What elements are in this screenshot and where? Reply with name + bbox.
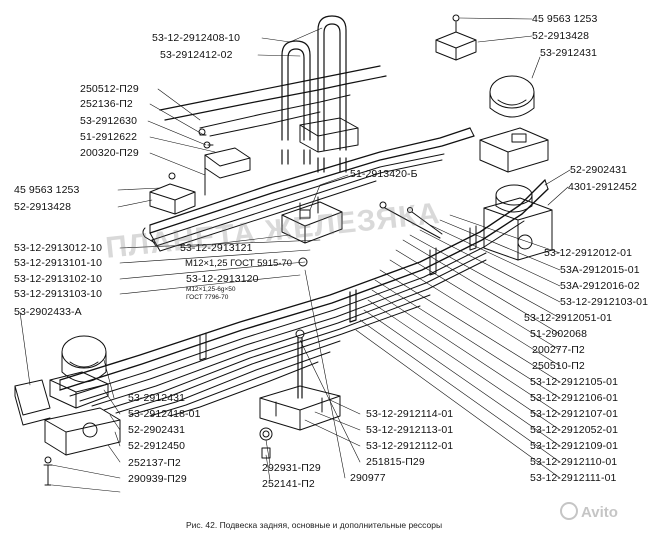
label-53-12-2912113-01: 53-12-2912113-01 bbox=[366, 424, 454, 436]
label-52-2912450: 52-2912450 bbox=[128, 440, 186, 452]
label-45-9563-1253-top: 45 9563 1253 bbox=[532, 13, 598, 25]
label-250512-p29: 250512-П29 bbox=[80, 83, 139, 95]
spring-bolts-right bbox=[298, 201, 443, 267]
spring-bracket bbox=[281, 201, 343, 244]
label-290977: 290977 bbox=[350, 472, 386, 484]
label-53a-2912015-01: 53А-2912015-01 bbox=[560, 264, 640, 276]
avito-logo-icon bbox=[560, 502, 578, 520]
label-251815-p29: 251815-П29 bbox=[366, 456, 425, 468]
label-292931-p29: 292931-П29 bbox=[262, 462, 321, 474]
rubber-buffer-top-right bbox=[489, 75, 535, 213]
label-252141-p2: 252141-П2 bbox=[262, 478, 315, 490]
label-252136-p2: 252136-П2 bbox=[80, 98, 133, 110]
upper-spring-leaves bbox=[159, 65, 387, 137]
label-53-12-2913012-10: 53-12-2913012-10 bbox=[14, 242, 103, 254]
callout-m12-nut: M12×1,25 ГОСТ 5915-70 bbox=[185, 258, 293, 269]
label-52-2913428-top: 52-2913428 bbox=[532, 30, 590, 42]
label-51-2902068: 51-2902068 bbox=[530, 328, 588, 340]
u-bolts-top bbox=[281, 15, 347, 173]
label-53-12-2912114-01: 53-12-2912114-01 bbox=[366, 408, 454, 420]
label-53-12-2912106-01: 53-12-2912106-01 bbox=[530, 392, 619, 404]
avito-logo-text: Avito bbox=[581, 504, 618, 521]
center-pad-bottom bbox=[259, 329, 341, 459]
label-53-12-2912109-01: 53-12-2912109-01 bbox=[530, 440, 619, 452]
label-53-12-2913102-10: 53-12-2913102-10 bbox=[14, 273, 103, 285]
label-53-12-2912105-01: 53-12-2912105-01 bbox=[530, 376, 619, 388]
label-53-12-2912103-01: 53-12-2912103-01 bbox=[560, 296, 649, 308]
callout-m12-bolt-a: M12×1,25-6g×50 bbox=[186, 286, 236, 293]
callout-m12-bolt-b: ГОСТ 7796-70 bbox=[186, 294, 229, 301]
label-53-12-2912012-01: 53-12-2912012-01 bbox=[544, 247, 633, 259]
label-45-9563-1253-left: 45 9563 1253 bbox=[14, 184, 80, 196]
label-51-2912622: 51-2912622 bbox=[80, 131, 138, 143]
label-53-2912418-01: 53-2912418-01 bbox=[128, 408, 201, 420]
label-52-2902431-right: 52-2902431 bbox=[570, 164, 628, 176]
label-53-12-2912107-01: 53-12-2912107-01 bbox=[530, 408, 619, 420]
label-53-2912431-bottom: 53-2912431 bbox=[128, 392, 186, 404]
label-290939-p29: 290939-П29 bbox=[128, 473, 187, 485]
label-53a-2912016-02: 53А-2912016-02 bbox=[560, 280, 640, 292]
label-53-12-2912052-01: 53-12-2912052-01 bbox=[530, 424, 619, 436]
rear-shackle bbox=[479, 127, 553, 261]
label-4301-2912452: 4301-2912452 bbox=[568, 181, 637, 193]
label-53-12-2912112-01: 53-12-2912112-01 bbox=[366, 440, 454, 452]
pad-block bbox=[299, 117, 359, 153]
label-250510-p2: 250510-П2 bbox=[532, 360, 585, 372]
label-53-12-2912110-01: 53-12-2912110-01 bbox=[530, 456, 618, 468]
label-52-2913428-left: 52-2913428 bbox=[14, 201, 72, 213]
lower-bracket-left bbox=[14, 335, 121, 486]
buffer-pad-top bbox=[435, 14, 477, 61]
label-53-12-2912408-10: 53-12-2912408-10 bbox=[152, 32, 241, 44]
label-53-2902433-a: 53-2902433-А bbox=[14, 306, 82, 318]
leader-lines bbox=[19, 17, 571, 493]
figure-caption: Рис. 42. Подвеска задняя, основные и доп… bbox=[186, 520, 443, 530]
label-53-12-2913101-10: 53-12-2913101-10 bbox=[14, 257, 103, 269]
label-53-12-2912111-01: 53-12-2912111-01 bbox=[530, 472, 617, 484]
label-252137-p2: 252137-П2 bbox=[128, 457, 181, 469]
label-200277-p2: 200277-П2 bbox=[532, 344, 585, 356]
buffer-left bbox=[149, 128, 251, 215]
avito-logo: Avito bbox=[560, 502, 618, 521]
label-51-2913420-b: 51-2913420-Б bbox=[350, 168, 418, 180]
label-53-12-2913120: 53-12-2913120 bbox=[186, 273, 259, 285]
auxiliary-leaf-spring bbox=[142, 127, 475, 252]
label-52-2902431-bottom: 52-2902431 bbox=[128, 424, 186, 436]
label-53-12-2913121: 53-12-2913121 bbox=[180, 242, 253, 254]
label-53-12-2913103-10: 53-12-2913103-10 bbox=[14, 288, 103, 300]
label-53-12-2912051-01: 53-12-2912051-01 bbox=[524, 312, 613, 324]
label-53-2912630: 53-2912630 bbox=[80, 115, 138, 127]
label-53-2912412-02: 53-2912412-02 bbox=[160, 49, 233, 61]
label-53-2912431-top: 53-2912431 bbox=[540, 47, 598, 59]
label-200320-p29: 200320-П29 bbox=[80, 147, 139, 159]
